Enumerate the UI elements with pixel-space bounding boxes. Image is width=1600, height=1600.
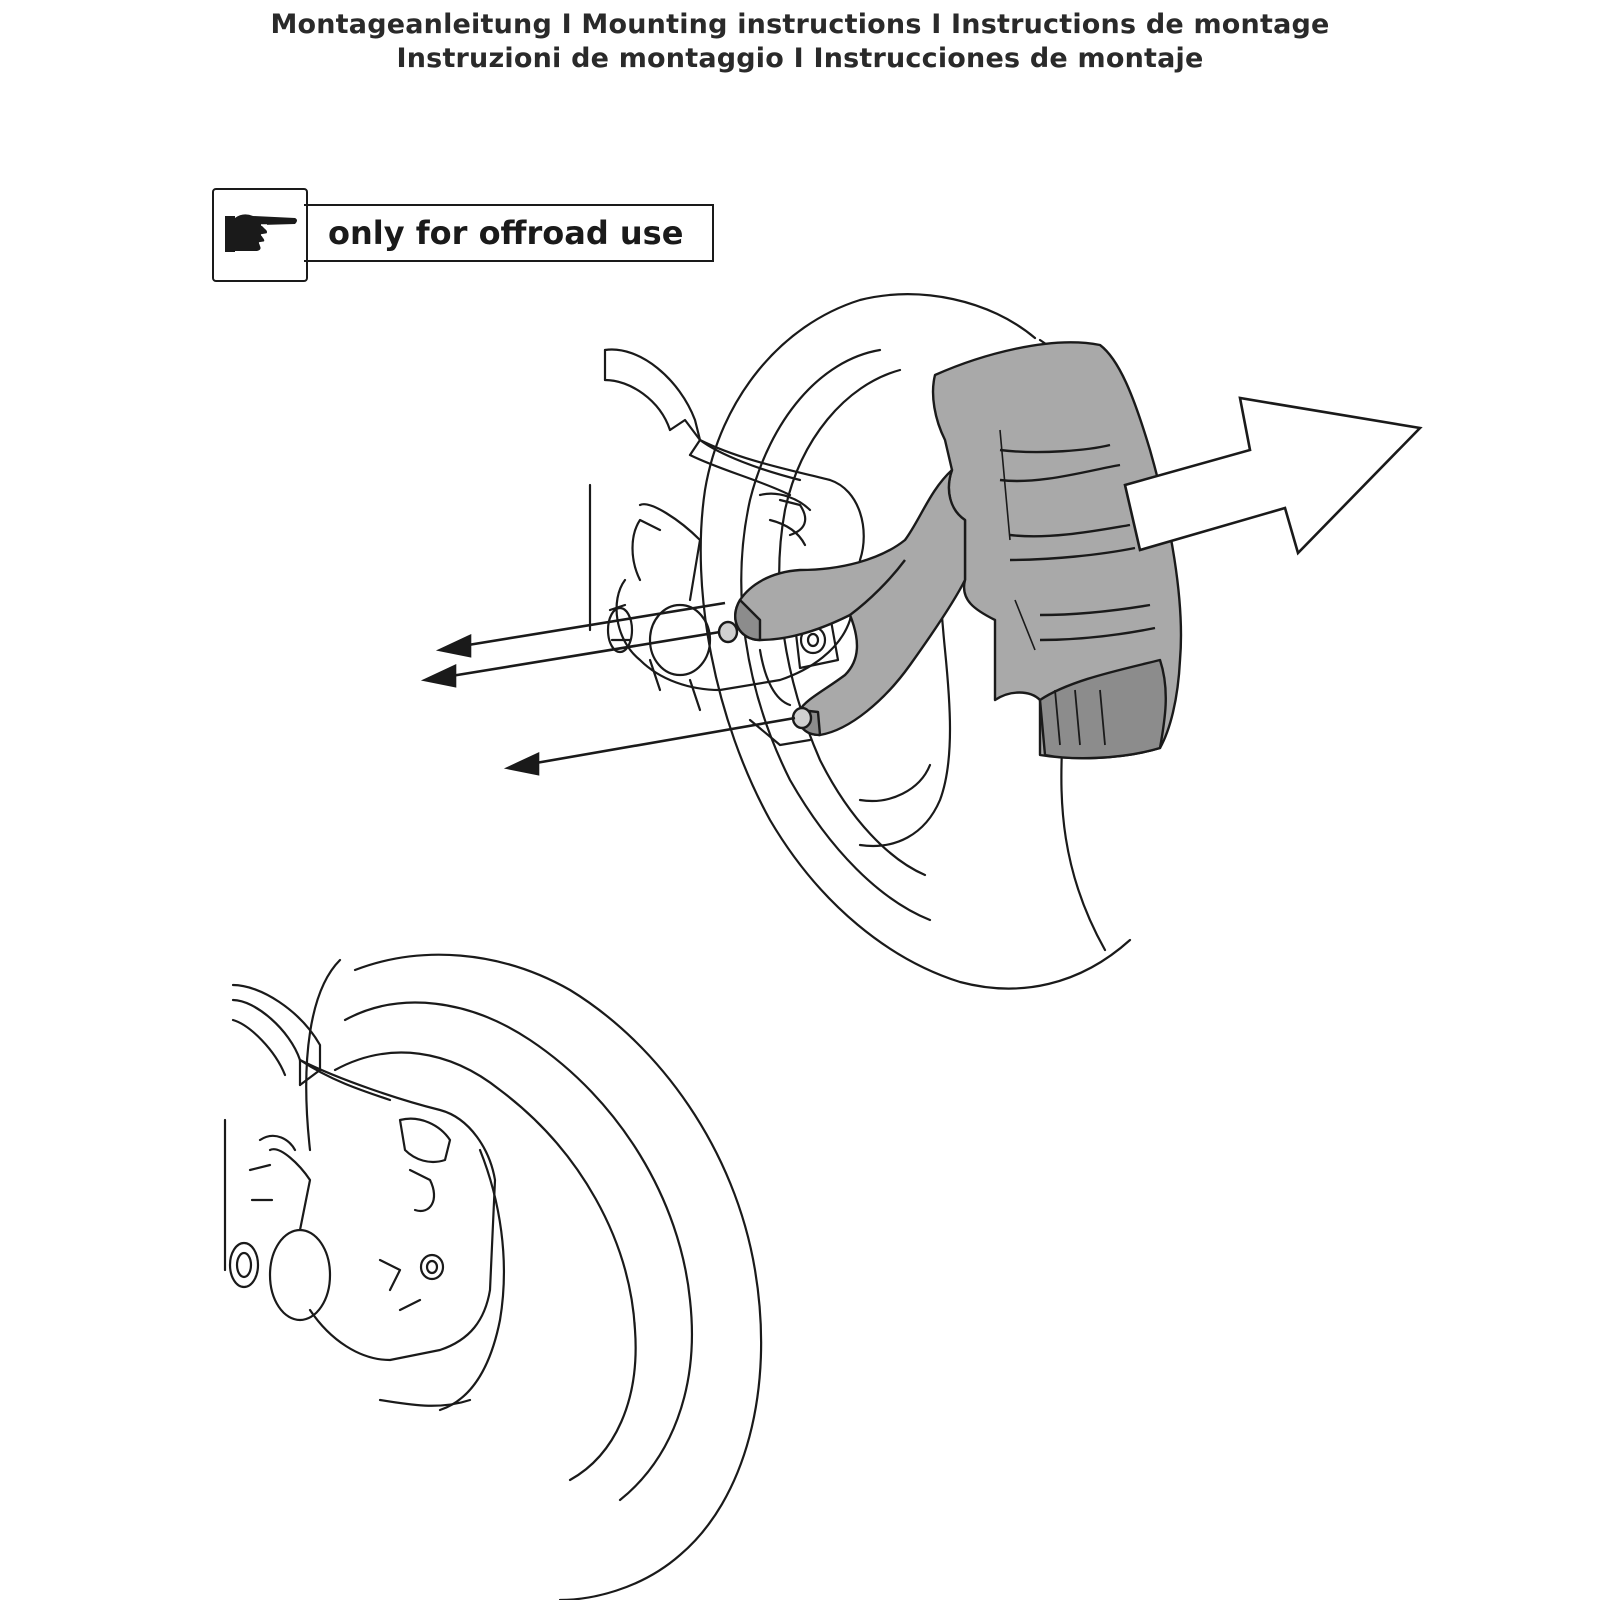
direction-arrow-right bbox=[1123, 396, 1423, 556]
top-swingarm bbox=[588, 348, 802, 632]
bottom-caliper bbox=[228, 1058, 497, 1362]
notice-text: only for offroad use bbox=[328, 214, 684, 252]
title-line-1: Montageanleitung I Mounting instructions… bbox=[270, 9, 1330, 40]
bottom-swingarm bbox=[223, 983, 392, 1272]
bottom-wheel bbox=[305, 953, 763, 1600]
notice-label-box: only for offroad use bbox=[304, 204, 714, 262]
title-line-2: Instruzioni de montaggio I Instrucciones… bbox=[396, 43, 1204, 74]
header: Montageanleitung I Mounting instructions… bbox=[0, 8, 1600, 76]
notice-icon-box bbox=[212, 188, 308, 282]
pointing-hand-icon bbox=[221, 208, 299, 262]
mudguard-part bbox=[717, 341, 1183, 760]
top-caliper bbox=[606, 438, 865, 747]
removal-arrows bbox=[420, 601, 796, 776]
